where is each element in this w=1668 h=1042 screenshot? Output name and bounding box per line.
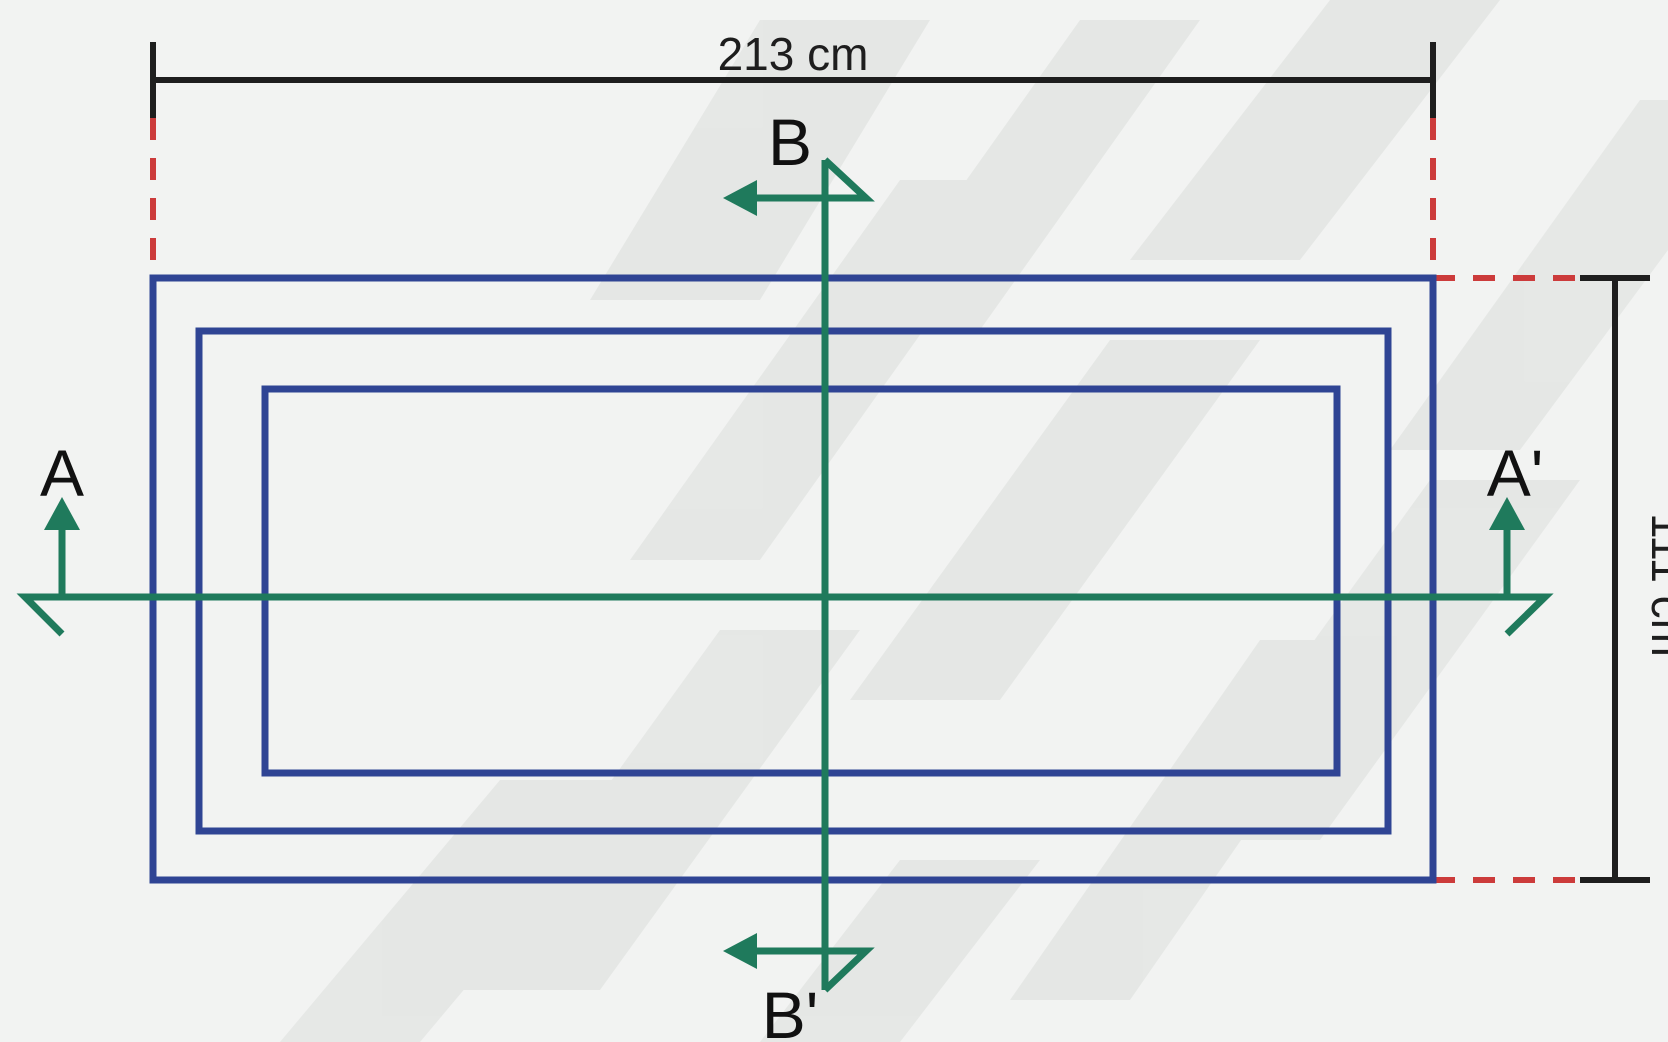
- inner-outline: [261, 385, 1341, 777]
- middle-outline: [195, 327, 1392, 835]
- arrow-up-icon: [44, 497, 80, 530]
- section-label-a: A: [40, 436, 84, 510]
- outer-outline: [149, 274, 1437, 884]
- plan-outlines: [149, 274, 1437, 884]
- section-label-b-prime: B': [762, 978, 819, 1042]
- section-label-b: B: [768, 105, 812, 179]
- extension-lines: [150, 118, 1610, 883]
- arrow-left-icon: [723, 180, 757, 216]
- height-label: 111 cm: [1642, 513, 1668, 657]
- section-label-a-prime: A': [1487, 436, 1544, 510]
- height-dimension: [1580, 275, 1650, 883]
- width-dimension: [150, 42, 1436, 118]
- arrow-up-icon: [1489, 497, 1525, 530]
- arrow-left-icon: [723, 933, 757, 969]
- width-label: 213 cm: [718, 28, 869, 80]
- section-line-b: [755, 157, 875, 993]
- section-line-a: [16, 525, 1554, 637]
